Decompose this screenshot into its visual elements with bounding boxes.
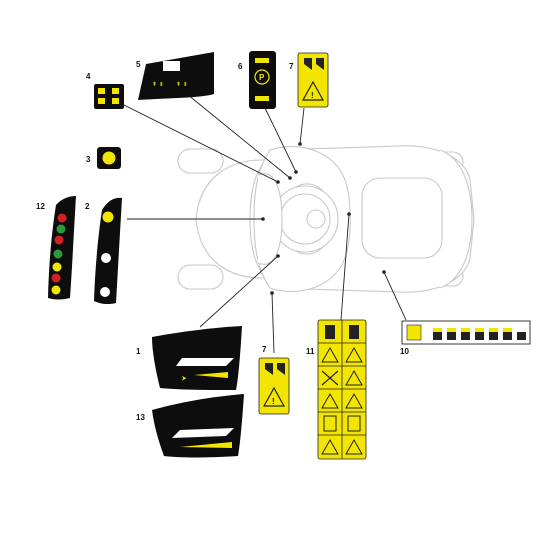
rear-left-wheel: [177, 148, 224, 174]
callout-numbers: 4 5 6 7 3 12 2 1 7 11 10 13: [36, 60, 409, 422]
decal-1-speed-lever: ⮞: [152, 326, 242, 390]
decal-6-parking-brake: P: [249, 51, 276, 109]
decal-13-speed-lever: [152, 394, 244, 458]
parking-icon: P: [259, 73, 265, 82]
svg-text:⮞: ⮞: [182, 375, 187, 382]
warning-triangle-icon: [262, 386, 286, 407]
callout-11: 11: [306, 347, 315, 356]
callout-13: 13: [136, 413, 145, 422]
rear-right-wheel: [177, 264, 224, 290]
warning-triangle-icon: [301, 80, 325, 101]
callout-5: 5: [136, 60, 141, 69]
callout-2: 2: [85, 202, 90, 211]
decal-12-indicator-strip: [48, 196, 76, 300]
callout-4: 4: [86, 72, 91, 81]
hood-panel: [361, 177, 443, 259]
callout-7-top: 7: [289, 62, 294, 71]
callout-6: 6: [238, 62, 243, 71]
side-console: [257, 173, 283, 265]
decal-5-control-panel: ⇞ ⇟ ⇞ ⇟: [138, 52, 214, 100]
decal-2-switch-strip: [94, 197, 122, 305]
callout-7-bottom: 7: [262, 345, 267, 354]
leader-lines: [119, 89, 407, 354]
callout-1: 1: [136, 347, 141, 356]
mower-outline: [177, 145, 475, 293]
decal-11-safety-sheet: [317, 319, 367, 460]
decal-10-icon-strip: [401, 320, 531, 345]
decal-7-warning-bottom: !: [258, 357, 290, 415]
callout-3: 3: [86, 155, 91, 164]
front-bumper: [439, 149, 473, 289]
decal-3-indicator: [97, 147, 121, 169]
decal-5-icon-left: ⇞ ⇟: [152, 81, 164, 88]
callout-12: 12: [36, 202, 45, 211]
decal-5-icon-right: ⇞ ⇟: [176, 81, 188, 88]
svg-text:!: !: [311, 91, 314, 100]
decal-7-warning-top: !: [297, 52, 329, 108]
callout-10: 10: [400, 347, 409, 356]
steering-hub: [306, 209, 326, 229]
decal-4-height-adjust: [94, 84, 124, 109]
svg-text:!: !: [272, 397, 275, 406]
